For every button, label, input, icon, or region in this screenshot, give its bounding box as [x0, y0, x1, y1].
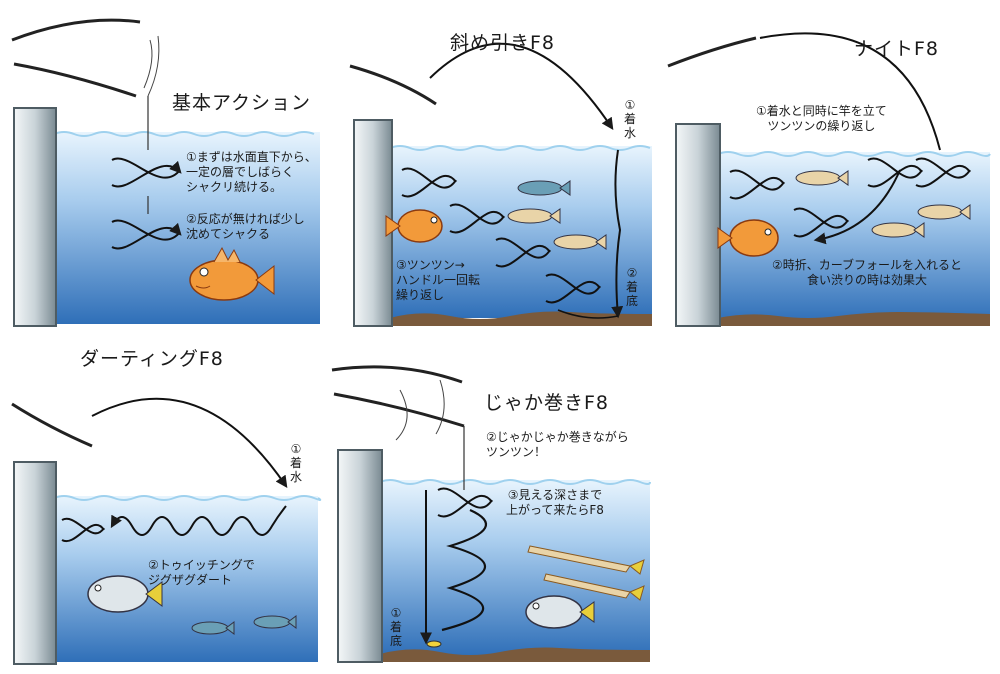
sink-path — [611, 149, 624, 319]
trevally-illustration — [87, 575, 163, 613]
retrieve-path — [557, 309, 619, 319]
lure-illustration — [426, 640, 442, 648]
water-surface — [53, 131, 315, 137]
quay-wall — [13, 461, 57, 665]
horse-mackerel-illustration — [517, 180, 571, 196]
figure8-path — [867, 157, 923, 188]
step-note: ①着水と同時に竿を立て ツンツンの繰り返し — [756, 104, 887, 133]
horse-mackerel-illustration — [871, 222, 925, 238]
quay-wall — [337, 449, 383, 663]
mackerel-illustration — [191, 621, 235, 635]
figure8-path — [449, 203, 505, 234]
rod-motion-line — [147, 35, 160, 97]
fishing-rod — [11, 402, 93, 448]
night-illustration — [667, 32, 991, 327]
seabed — [380, 647, 650, 662]
step-note: ②じゃかじゃか巻きながら ツンツン！ — [486, 430, 629, 459]
step-note: ①まずは水面直下から、 一定の層でしばらく シャクリ続ける。 — [186, 150, 317, 194]
trevally-illustration — [525, 595, 595, 629]
fishing-rod — [331, 365, 463, 384]
fishing-rod — [667, 36, 757, 68]
step-note: ③ツンツン→ ハンドル一回転 繰り返し — [396, 258, 481, 302]
seabed — [718, 312, 990, 326]
rise-zigzag — [441, 508, 488, 632]
step-label-bottom: ① 着 底 — [389, 606, 402, 648]
panel-darting-f8: ダーティングF8 ① 着 水 ②トゥイッチングで ジグザグダート — [0, 340, 330, 674]
rod-motion-line — [395, 389, 408, 441]
darting-illustration — [11, 397, 322, 665]
step-note: ②反応が無ければ少し 沈めてシャクる — [186, 212, 305, 241]
panel-night-f8: ナイトF8 ①着水と同時に竿を立て ツンツンの繰り返し ②時折、カーブフォールを… — [664, 0, 1000, 340]
fall-path — [813, 169, 901, 245]
horse-mackerel-illustration — [553, 234, 607, 250]
barracuda-illustration — [543, 573, 645, 601]
figure8-path — [793, 207, 849, 238]
figure8-path — [401, 167, 457, 198]
step-label-bottom: ② 着 底 — [625, 266, 638, 308]
horse-mackerel-illustration — [917, 204, 971, 220]
figure8-path — [545, 273, 601, 304]
rockfish-illustration — [189, 246, 275, 301]
horse-mackerel-illustration — [507, 208, 561, 224]
fishing-rod — [13, 62, 137, 98]
step-label-splash: ① 着 水 — [289, 442, 302, 484]
cast-arc — [91, 397, 288, 488]
cast-arc — [759, 32, 941, 151]
panel-title: 基本アクション — [172, 92, 312, 114]
cast-arc — [429, 42, 614, 130]
quay-wall — [675, 123, 721, 327]
fishing-rod — [333, 392, 465, 428]
water-surface — [53, 495, 322, 501]
figure8-path — [111, 157, 180, 188]
panel-diagonal-f8: 斜め引きF8 ① 着 水 ② 着 底 ③ツンツン→ ハンドル一回転 繰り返し — [340, 0, 660, 340]
step-note: ②トゥイッチングで ジグザグダート — [148, 558, 255, 587]
panel-title: じゃか巻きF8 — [484, 392, 610, 414]
quay-wall — [13, 107, 57, 327]
basic-illustration — [11, 18, 320, 327]
water-surface — [379, 479, 651, 485]
mackerel-illustration — [253, 615, 297, 629]
rockfish-illustration — [385, 209, 443, 243]
rod-motion-line — [143, 39, 153, 89]
horse-mackerel-illustration — [795, 170, 849, 186]
panel-basic-action: 基本アクション ①まずは水面直下から、 一定の層でしばらく シャクリ続ける。 ②… — [0, 0, 330, 340]
step-label-splash: ① 着 水 — [623, 98, 636, 140]
fishing-rod — [349, 64, 437, 106]
panel-title: 斜め引きF8 — [450, 32, 556, 54]
barracuda-illustration — [527, 545, 645, 575]
figure8-path — [729, 169, 785, 200]
panel-title: ダーティングF8 — [80, 348, 224, 370]
rod-motion-line — [435, 379, 445, 435]
water-surface — [389, 145, 651, 151]
figure8-path — [495, 237, 551, 268]
diagonal-illustration — [349, 42, 652, 327]
figure8-path — [61, 517, 105, 543]
jaka-illustration — [331, 365, 651, 663]
rockfish-illustration — [717, 219, 779, 257]
seabed — [390, 311, 652, 326]
panel-title: ナイトF8 — [854, 38, 940, 60]
step-note: ③見える深さまで 上がって来たらF8 — [506, 488, 604, 517]
figure8-path — [437, 487, 493, 518]
zigzag-path — [110, 505, 287, 536]
panel-jaka-f8: じゃか巻きF8 ②じゃかじゃか巻きながら ツンツン！ ③見える深さまで 上がって… — [330, 340, 660, 674]
figure8-path — [111, 219, 180, 250]
water-surface — [717, 151, 991, 157]
fishing-rod — [11, 18, 141, 42]
step-note: ②時折、カーブフォールを入れると 食い渋りの時は効果大 — [772, 258, 963, 287]
figure8-path — [915, 157, 971, 188]
